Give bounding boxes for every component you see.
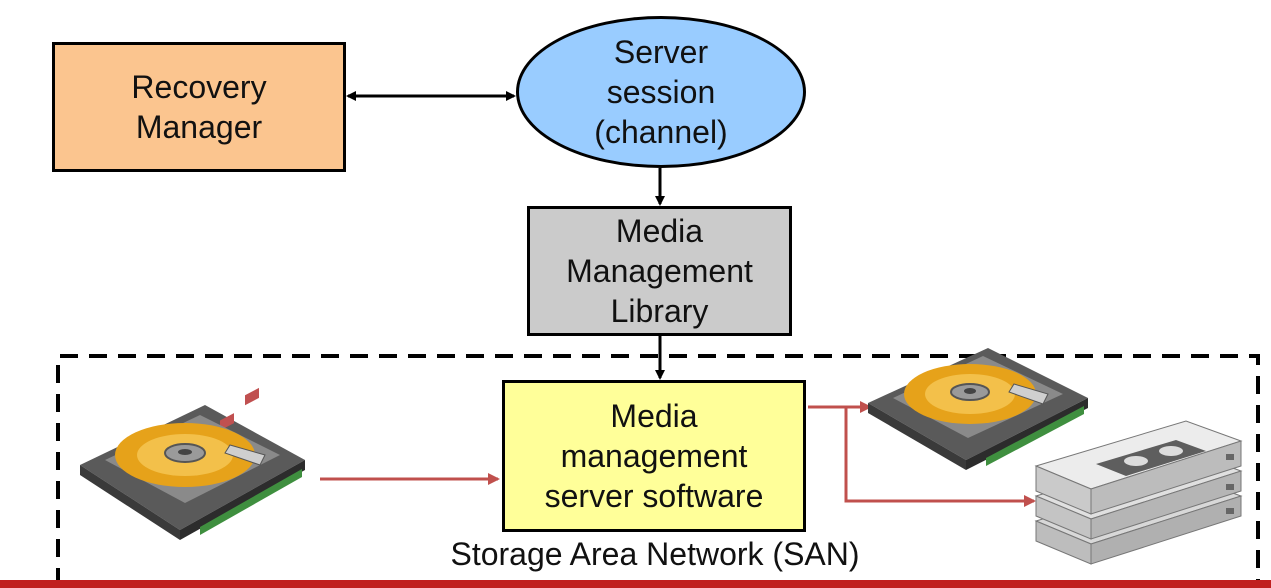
bottom-accent-bar (0, 580, 1271, 588)
san-boundary (56, 354, 1260, 586)
recovery-manager-label: Recovery Manager (131, 69, 267, 145)
media-management-library-label: Media Management Library (566, 213, 753, 329)
server-session-ellipse: Server session (channel) (516, 16, 806, 168)
media-management-server-label: Media management server software (544, 398, 764, 514)
san-label: Storage Area Network (SAN) (450, 536, 860, 572)
media-management-library-box: Media Management Library (527, 206, 792, 336)
recovery-manager-box: Recovery Manager (52, 42, 346, 172)
server-session-label: Server session (channel) (594, 34, 728, 150)
media-management-server-box: Media management server software (502, 380, 806, 532)
media-to-tape-arrow (844, 407, 1036, 507)
